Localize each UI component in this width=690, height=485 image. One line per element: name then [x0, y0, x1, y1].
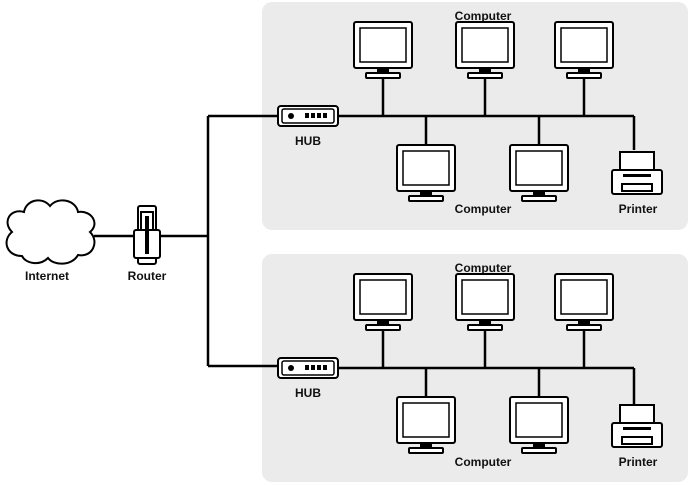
hub-label: HUB — [295, 134, 321, 148]
computer-bottom-label: Computer — [455, 455, 512, 469]
router-label: Router — [128, 269, 167, 283]
internet-label: Internet — [25, 269, 69, 283]
computer-top-label: Computer — [455, 261, 512, 275]
hub-icon — [277, 105, 339, 127]
computer-top-label: Computer — [455, 9, 512, 23]
printer-icon — [611, 151, 663, 195]
computer-bottom-label: Computer — [455, 202, 512, 216]
lan-bus-top — [336, 77, 636, 150]
hub-icon — [277, 357, 339, 379]
router-icon — [133, 205, 161, 265]
backbone-cable — [94, 114, 280, 368]
printer-label: Printer — [619, 455, 658, 469]
internet-cloud-icon — [5, 199, 96, 265]
printer-icon — [611, 404, 663, 448]
hub-label: HUB — [295, 386, 321, 400]
printer-label: Printer — [619, 202, 658, 216]
lan-bus-bottom — [336, 329, 636, 404]
